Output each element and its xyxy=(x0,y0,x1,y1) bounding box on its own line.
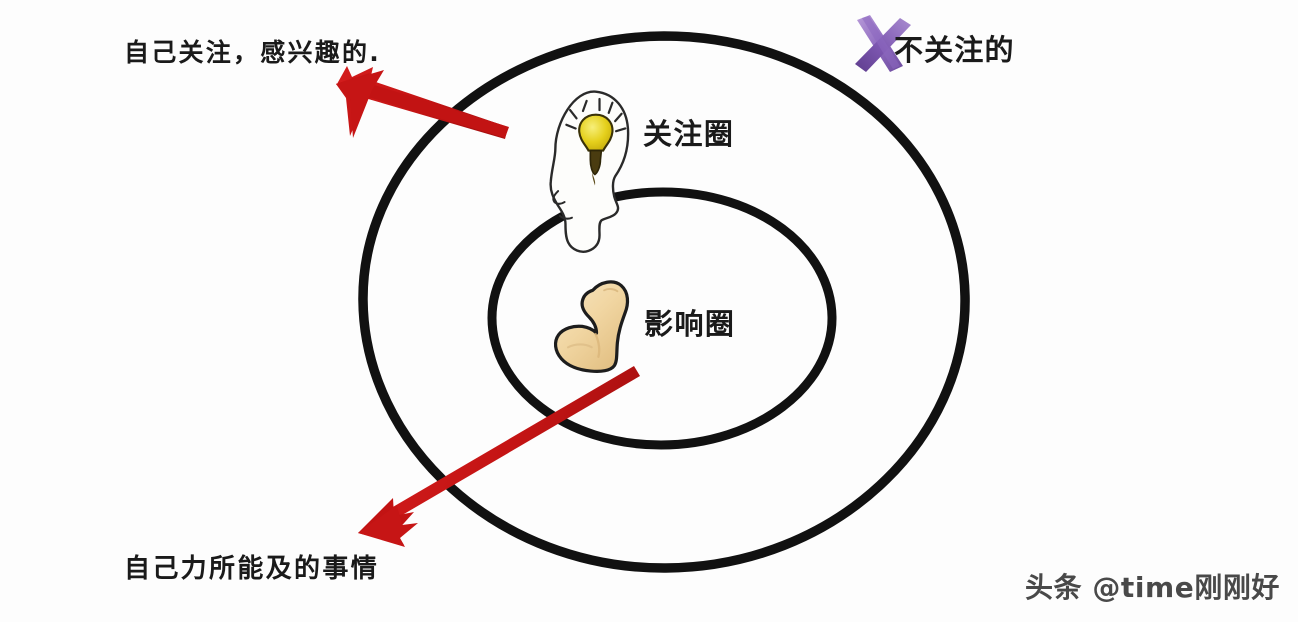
outer-circle-label: 关注圈 xyxy=(643,117,735,151)
annotation-bottom-left: 自己力所能及的事情 xyxy=(124,554,380,584)
arrow-to-outer-annotation xyxy=(336,66,509,139)
flexed-bicep-icon xyxy=(553,280,630,373)
inner-circle-label: 影响圈 xyxy=(644,307,736,341)
purple-x-icon xyxy=(855,15,911,72)
annotation-top-left: 自己关注，感兴趣的. xyxy=(124,38,381,67)
inner-circle-group xyxy=(487,187,837,450)
head-lightbulb-icon xyxy=(549,90,630,253)
arrow-to-inner-annotation xyxy=(358,366,640,547)
inner-circle-shape xyxy=(487,187,837,450)
annotation-top-right: 不关注的 xyxy=(894,33,1015,67)
outer-circle-group xyxy=(358,31,970,573)
outer-circle-shape xyxy=(358,31,970,573)
watermark: 头条 @time刚刚好 xyxy=(1024,571,1280,604)
